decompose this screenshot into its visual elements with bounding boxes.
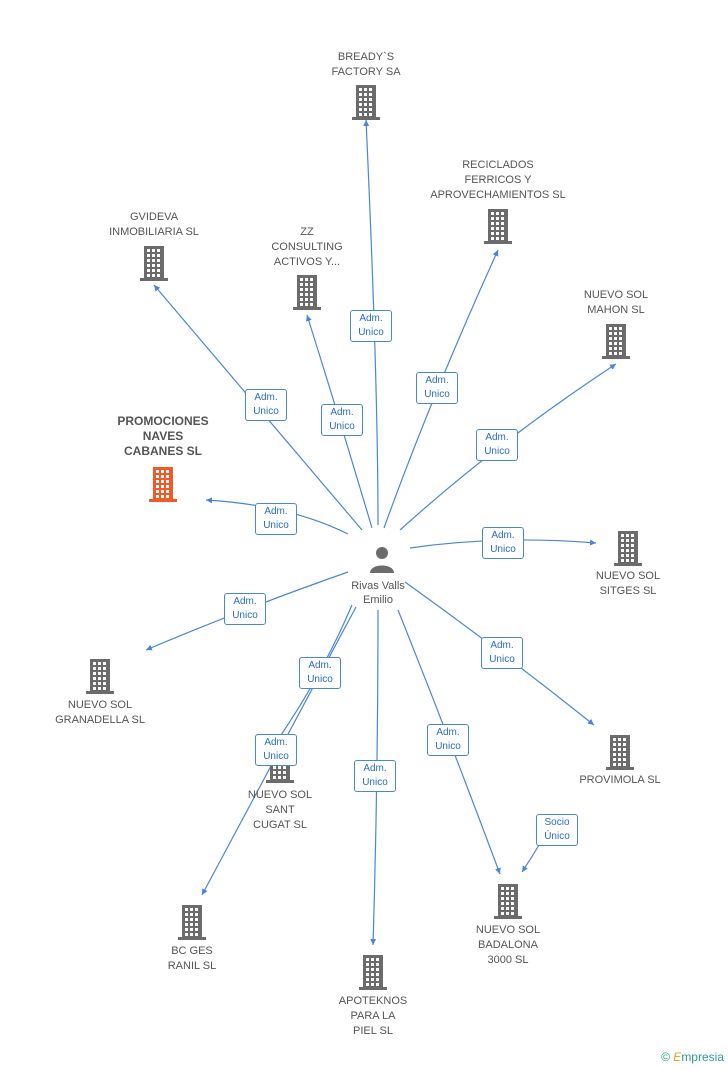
edge-role-label[interactable]: Adm. Unico [416, 372, 458, 404]
building-icon [293, 275, 321, 310]
edge-role-label[interactable]: Adm. Unico [224, 593, 266, 625]
building-icon [614, 531, 642, 566]
company-label: NUEVO SOL BADALONA 3000 SL [475, 924, 541, 966]
footer-brand: © Empresia [661, 1050, 724, 1064]
company-label: NUEVO SOL SANT CUGAT SL [247, 789, 313, 831]
edge-role-label[interactable]: Adm. Unico [299, 657, 341, 689]
building-icon [359, 955, 387, 990]
edge-role-label[interactable]: Adm. Unico [255, 503, 297, 535]
edge-role-label[interactable]: Adm. Unico [476, 429, 518, 461]
company-label: PROMOCIONES NAVES CABANES SL [117, 414, 209, 458]
edge-role-label[interactable]: Adm. Unico [255, 734, 297, 766]
company-label: RECICLADOS FERRICOS Y APROVECHAMIENTOS S… [430, 159, 566, 201]
company-label: GVIDEVA INMOBILIARIA SL [109, 211, 199, 238]
edge-role-label[interactable]: Adm. Unico [350, 310, 392, 342]
building-icon [140, 246, 168, 281]
building-icon [86, 659, 114, 694]
company-label: NUEVO SOL MAHON SL [583, 289, 649, 316]
edge-role-label[interactable]: Adm. Unico [427, 724, 469, 756]
building-icon [606, 735, 634, 770]
building-icon [484, 209, 512, 244]
building-icon [494, 884, 522, 919]
building-icon [149, 467, 177, 502]
brand-name: mpresia [681, 1050, 724, 1064]
company-label: APOTEKNOS PARA LA PIEL SL [338, 995, 408, 1037]
copyright-symbol: © [661, 1050, 670, 1064]
company-label: BC GES RANIL SL [167, 945, 217, 972]
edge-line [363, 119, 379, 526]
edge-role-label[interactable]: Adm. Unico [321, 404, 363, 436]
edge-role-label[interactable]: Adm. Unico [481, 637, 523, 669]
edge-role-label[interactable]: Adm. Unico [245, 389, 287, 421]
person-name: Rivas Valls Emilio [351, 580, 405, 606]
company-label: ZZ CONSULTING ACTIVOS Y... [271, 226, 343, 268]
building-icon [178, 905, 206, 940]
company-label: BREADY`S FACTORY SA [331, 51, 401, 78]
building-icon [602, 324, 630, 359]
company-label: NUEVO SOL SITGES SL [595, 570, 661, 597]
edge-role-label[interactable]: Socio Único [536, 814, 578, 846]
building-icon [352, 85, 380, 120]
edge-role-label[interactable]: Adm. Unico [482, 527, 524, 559]
edge-role-label[interactable]: Adm. Unico [354, 760, 396, 792]
brand-initial: E [673, 1050, 682, 1064]
company-label: PROVIMOLA SL [579, 774, 661, 786]
person-icon [370, 547, 394, 573]
company-label: NUEVO SOL GRANADELLA SL [55, 699, 145, 726]
